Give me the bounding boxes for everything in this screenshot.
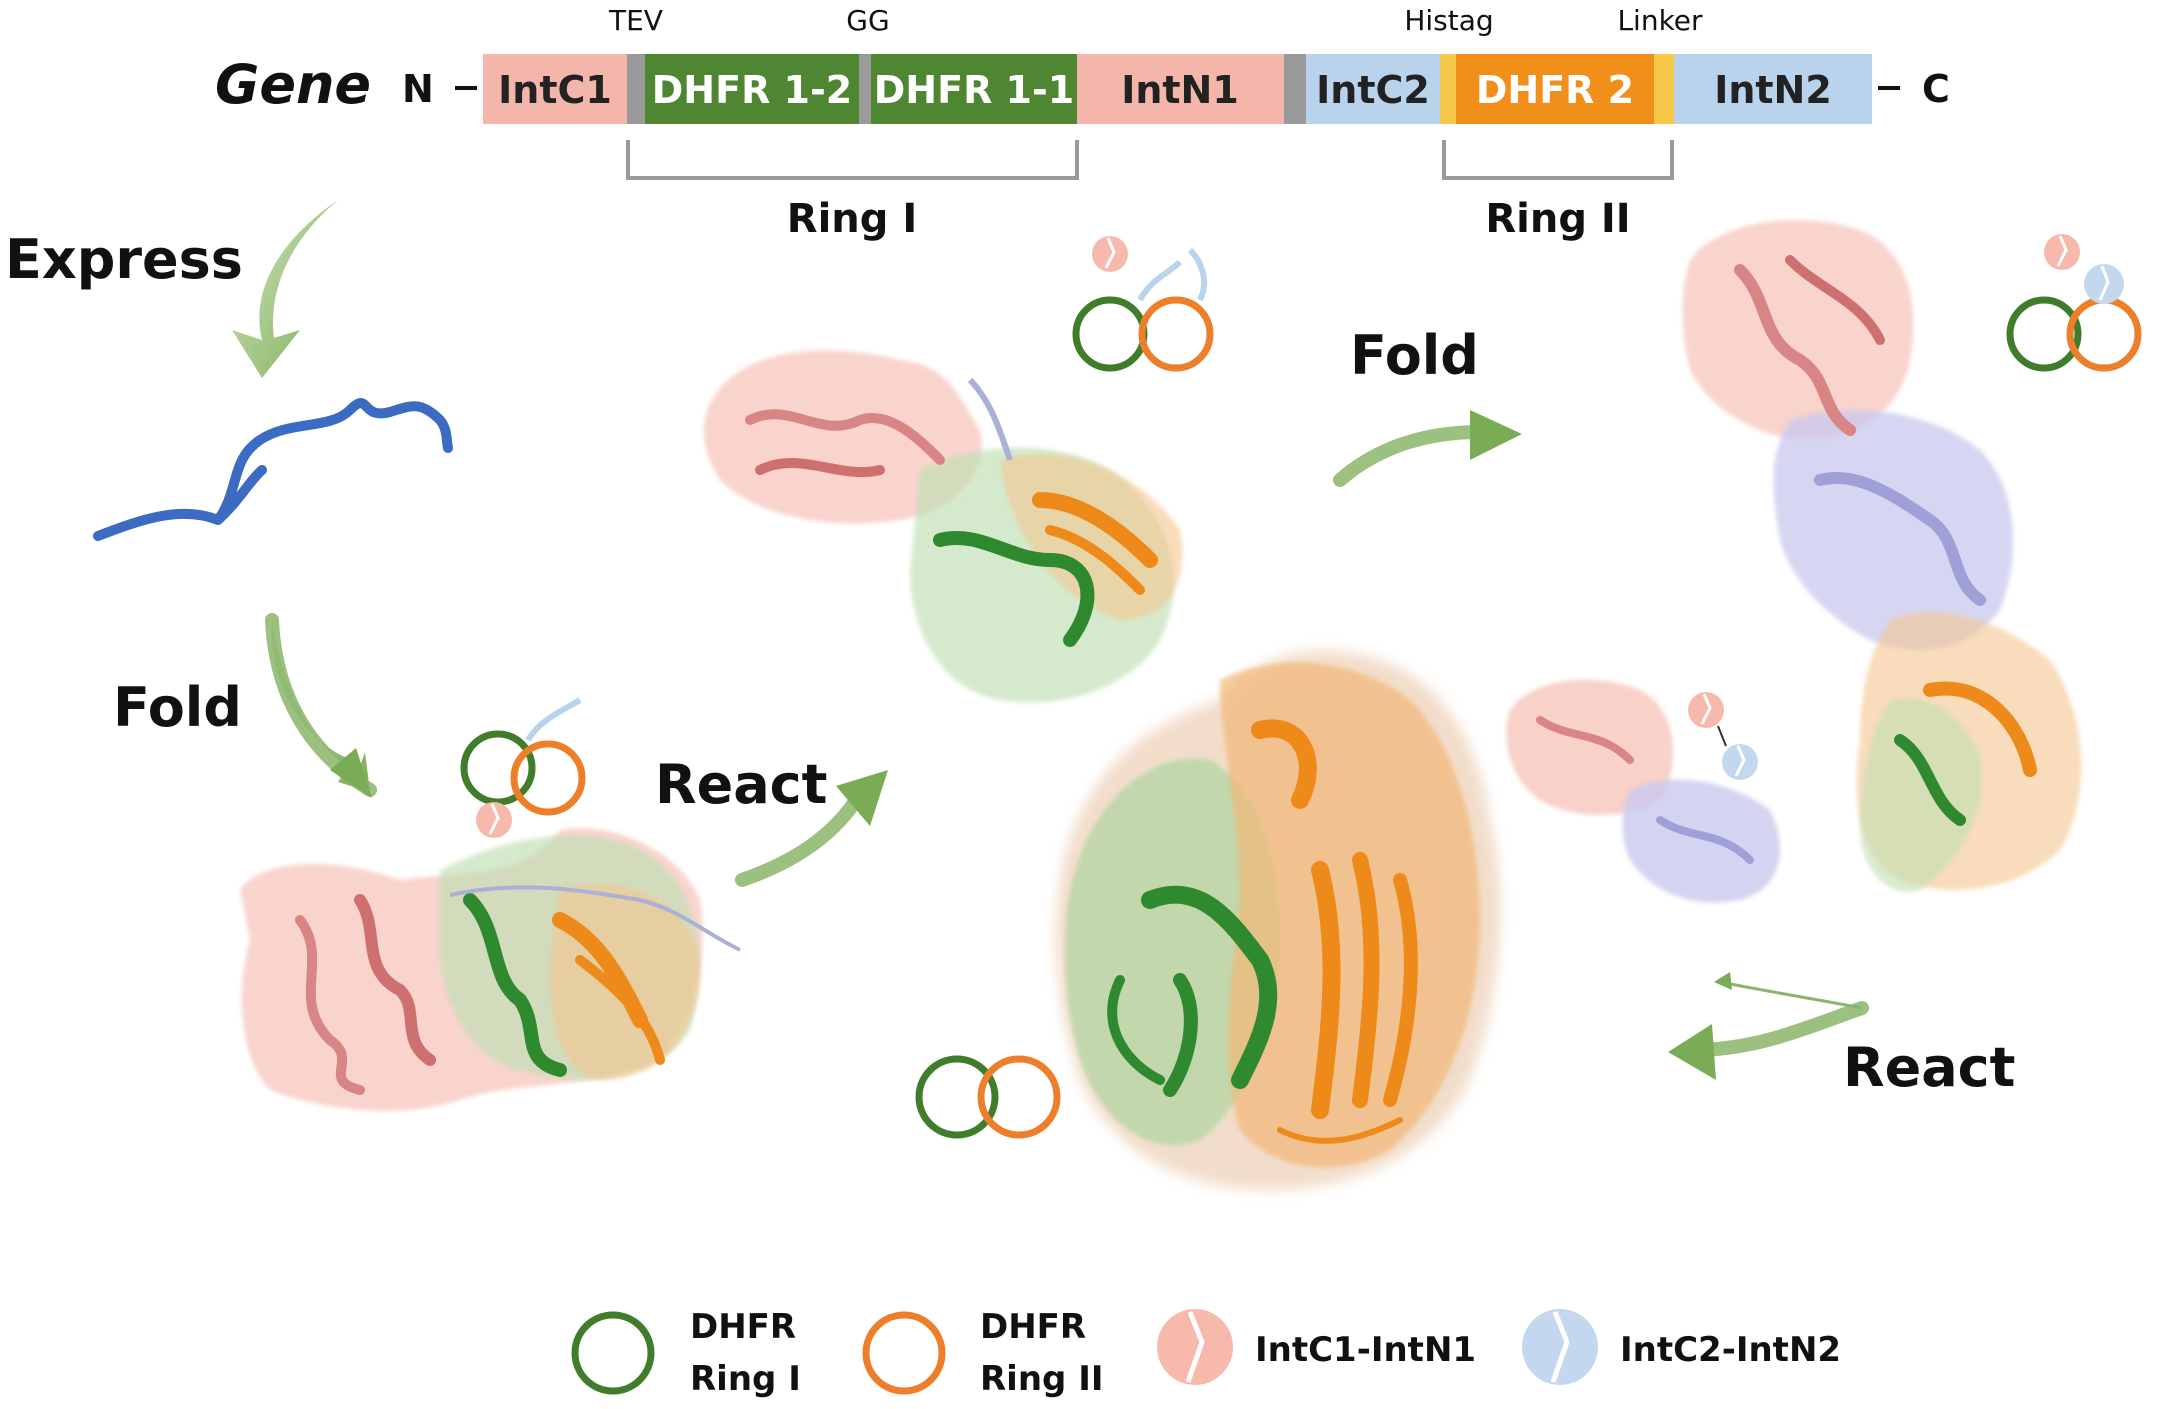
segment-dhfr-1-1 (871, 54, 1077, 124)
express-arrow (232, 200, 338, 378)
ring1-bracket (626, 140, 1079, 180)
tev-site (627, 54, 645, 124)
segment-label-intc1: IntC1 (498, 68, 612, 112)
final-catenane-structure (1056, 650, 1501, 1190)
legend-intein2-swatch (1522, 1309, 1598, 1385)
segment-label-intc2: IntC2 (1316, 68, 1430, 112)
n-terminus-dash (455, 86, 477, 90)
legend-dhfr-ring1-line2: Ring I (690, 1359, 801, 1399)
folded-full-structure (1682, 220, 2082, 892)
segment-intc2 (1306, 54, 1440, 124)
ring2-bracket (1442, 140, 1674, 180)
c-terminus-label: C (1922, 67, 1950, 111)
express-label: Express (5, 228, 243, 291)
segment-intn2 (1674, 54, 1872, 124)
segment-intn1 (1077, 54, 1284, 124)
segment-intc1 (483, 54, 627, 124)
top-right-cartoon-icon (2006, 234, 2142, 372)
spacer-gray (1284, 54, 1306, 124)
legend-dhfr-ring1-swatch (571, 1311, 655, 1395)
final-catenane-cartoon-icon (915, 1055, 1061, 1139)
legend-intein1-swatch (1157, 1309, 1233, 1385)
left-cartoon-icon (460, 697, 586, 838)
ring1-bracket-label: Ring I (787, 196, 917, 242)
legend-intein1-label: IntC1-IntN1 (1255, 1330, 1476, 1370)
c-terminus-dash (1878, 86, 1900, 90)
top-middle-cartoon-icon (1072, 236, 1214, 372)
unfolded-polypeptide-chain (93, 398, 453, 541)
segment-dhfr-2 (1456, 54, 1654, 124)
react-right-arrow (1668, 972, 1869, 1080)
linker-annotation: Linker (1617, 4, 1703, 37)
gg-site (859, 54, 871, 124)
folded-precursor-structure (240, 828, 741, 1111)
gene-label: Gene (215, 53, 371, 116)
legend: DHFR Ring I DHFR Ring II IntC1-IntN1 Int… (571, 1307, 1841, 1399)
gene-construct: Gene N C IntC1 DHFR 1-2 DHFR 1-1 IntN1 I… (215, 4, 1950, 242)
segment-label-dhfr-2: DHFR 2 (1476, 68, 1634, 112)
legend-dhfr-ring1-line1: DHFR (690, 1307, 796, 1347)
gg-annotation: GG (846, 4, 889, 37)
linker-site (1654, 54, 1674, 124)
fold-top-label: Fold (1350, 324, 1479, 387)
n-terminus-label: N (402, 67, 434, 111)
ring2-bracket-label: Ring II (1485, 196, 1630, 242)
segment-label-dhfr-1-1: DHFR 1-1 (874, 68, 1074, 112)
intermediate-structure (703, 350, 1183, 703)
legend-dhfr-ring2-line1: DHFR (980, 1307, 1086, 1347)
segment-label-dhfr-1-2: DHFR 1-2 (652, 68, 852, 112)
legend-intein2-label: IntC2-IntN2 (1620, 1330, 1841, 1370)
excised-inteins-structure (1506, 679, 1780, 903)
fold-left-arrow (265, 613, 377, 798)
histag-site (1440, 54, 1456, 124)
segment-label-intn2: IntN2 (1714, 68, 1832, 112)
fold-top-arrow (1333, 410, 1522, 487)
tev-annotation: TEV (608, 4, 663, 37)
segment-label-intn1: IntN1 (1121, 68, 1239, 112)
fold-left-label: Fold (113, 676, 242, 739)
legend-dhfr-ring2-swatch (862, 1311, 946, 1395)
react-left-arrow (735, 770, 888, 887)
react-left-label: React (655, 753, 827, 816)
react-right-label: React (1843, 1036, 2015, 1099)
histag-annotation: Histag (1404, 4, 1493, 37)
segment-dhfr-1-2 (645, 54, 859, 124)
legend-dhfr-ring2-line2: Ring II (980, 1359, 1104, 1399)
